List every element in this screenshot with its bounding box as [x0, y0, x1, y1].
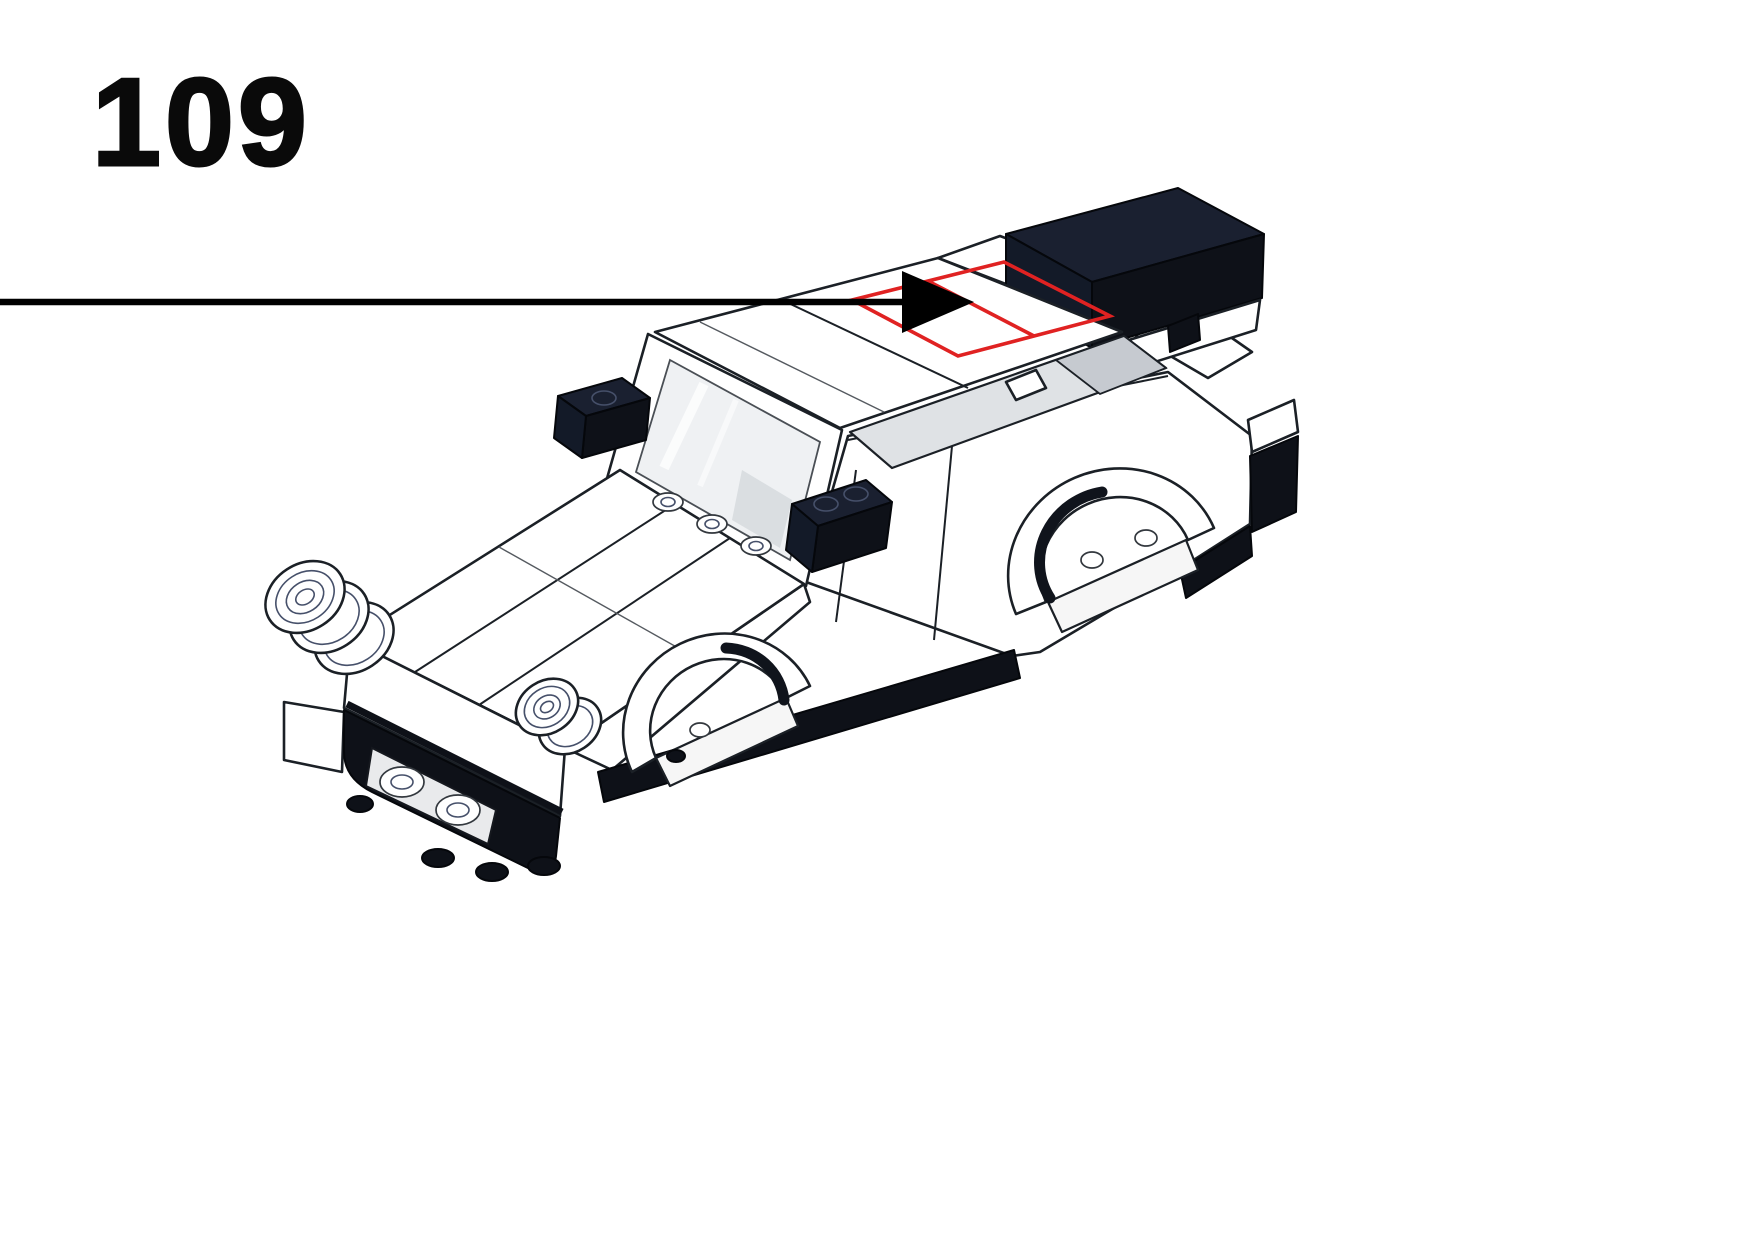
hood: [348, 468, 806, 750]
headlight-lens-ring: [539, 700, 555, 714]
cowl-studs: [652, 492, 772, 556]
headlight-lens: [514, 677, 580, 737]
piece-side: [785, 503, 819, 573]
bumper-foot: [346, 795, 374, 813]
stud-ring: [843, 486, 869, 502]
rear-lower-band: [1249, 435, 1299, 533]
interior-shadow: [732, 470, 792, 548]
front-arch-shadow: [720, 642, 790, 706]
hood-seam: [478, 537, 731, 706]
headlight-cluster-right: [514, 677, 603, 756]
front-trim-line: [345, 700, 564, 816]
b-pillar: [1004, 368, 1048, 402]
stud-ring: [660, 496, 676, 508]
placement-arrow: [0, 271, 974, 333]
headlight-lens-ring: [294, 588, 316, 606]
headlight-lens-ring: [523, 685, 571, 729]
rear-quarter-window: [1054, 334, 1168, 396]
stud: [696, 514, 728, 534]
rear-arch-pin: [1134, 529, 1158, 547]
stud-ring: [704, 518, 720, 530]
stud-ring: [748, 540, 764, 552]
roof-seam: [781, 299, 969, 389]
glass-reflection: [697, 398, 739, 488]
stud-ring: [591, 390, 617, 406]
front-fascia: [282, 638, 567, 882]
front-arch-pin: [689, 722, 711, 738]
headlight-lens: [264, 559, 346, 635]
hood-cross-seam: [498, 546, 697, 659]
piece-side: [553, 395, 587, 459]
stud-ring: [813, 496, 839, 512]
fog-lamp: [379, 766, 425, 798]
fog-lamp-ring: [390, 774, 414, 790]
headlight-lens-ring: [285, 579, 325, 615]
front-arch-interior: [654, 696, 800, 788]
door-seam: [933, 445, 953, 641]
highlight-outline: [847, 260, 1116, 358]
rear-wheel-arch: [1006, 467, 1216, 634]
bumper-foot: [527, 856, 561, 876]
tail-lamp: [1246, 398, 1300, 454]
fog-lamp: [435, 794, 481, 826]
rear-arch-pin: [1080, 551, 1104, 569]
roof-seam-front: [699, 321, 885, 413]
bumper-foot: [475, 862, 509, 882]
rear-under-piece: [1179, 525, 1253, 599]
wing-support-right: [1167, 313, 1201, 353]
fog-lamp-ring: [446, 802, 470, 818]
front-face: [342, 638, 567, 818]
front-arch-pin-dark: [666, 749, 686, 763]
rear-arch-shadow: [1034, 486, 1108, 604]
cowl-piece-right: [785, 479, 893, 573]
headlights: [264, 559, 603, 756]
roof: [653, 256, 1124, 430]
front-wheel-arch: [621, 632, 812, 788]
headlight-lens-ring: [275, 569, 335, 625]
rear-arch-fender: [1006, 467, 1216, 616]
roof-rail-piece-left: [553, 377, 651, 459]
glass-reflection: [659, 381, 709, 471]
side-windows: [848, 334, 1168, 470]
placement-arrow-head: [902, 271, 974, 333]
headlight-cluster-left: [264, 559, 395, 676]
headlight-lens-ring: [533, 694, 561, 720]
hood-seam: [414, 503, 676, 673]
rear-arch-interior: [1046, 538, 1200, 634]
stud: [652, 492, 684, 512]
roof-panel: [653, 256, 1124, 430]
bumper-corner-left: [282, 700, 346, 774]
windshield: [604, 332, 844, 588]
stud: [740, 536, 772, 556]
step-number: 109: [91, 53, 311, 194]
bumper-foot: [421, 848, 455, 868]
